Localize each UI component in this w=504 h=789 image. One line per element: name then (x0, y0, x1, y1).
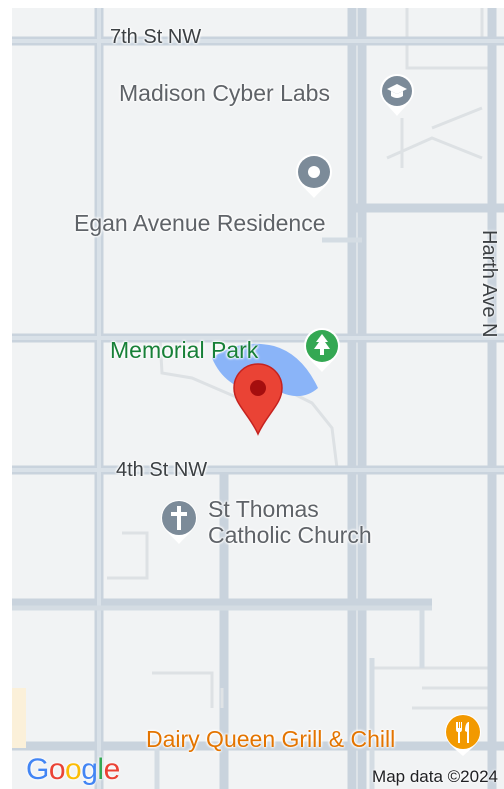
cross-icon[interactable] (158, 498, 200, 546)
tree-icon[interactable] (302, 326, 342, 374)
road-label-7th-st-nw: 7th St NW (110, 26, 202, 48)
logo-letter: l (97, 753, 104, 786)
poi-label-st-thomas-line-2[interactable]: Catholic Church (208, 522, 372, 548)
logo-letter: o (48, 753, 66, 786)
logo-letter: g (81, 753, 98, 786)
poi-label-memorial-park[interactable]: Memorial Park (110, 337, 259, 363)
google-logo: Google (26, 753, 120, 787)
logo-letter: o (65, 753, 82, 786)
graduation-cap-icon[interactable] (378, 72, 416, 118)
fork-knife-icon[interactable] (442, 712, 484, 758)
map-view[interactable]: 7th St NW 4th St NW Harth Ave N Madison … (12, 8, 504, 789)
road-label-harth-ave-n: Harth Ave N (478, 230, 500, 338)
logo-letter: e (103, 753, 121, 786)
poi-label-st-thomas-line-1[interactable]: St Thomas (208, 496, 319, 522)
map-attribution[interactable]: Map data ©2024 (372, 767, 498, 786)
poi-label-madison-cyber-labs[interactable]: Madison Cyber Labs (119, 80, 330, 106)
map-roads (12, 8, 504, 789)
poi-label-egan-avenue-residence[interactable]: Egan Avenue Residence (74, 210, 326, 236)
place-dot-icon[interactable] (294, 152, 334, 200)
red-location-pin-icon[interactable] (231, 362, 285, 436)
poi-label-dairy-queen[interactable]: Dairy Queen Grill & Chill (146, 726, 396, 752)
logo-letter: G (26, 753, 49, 786)
road-label-4th-st-nw: 4th St NW (116, 459, 208, 481)
